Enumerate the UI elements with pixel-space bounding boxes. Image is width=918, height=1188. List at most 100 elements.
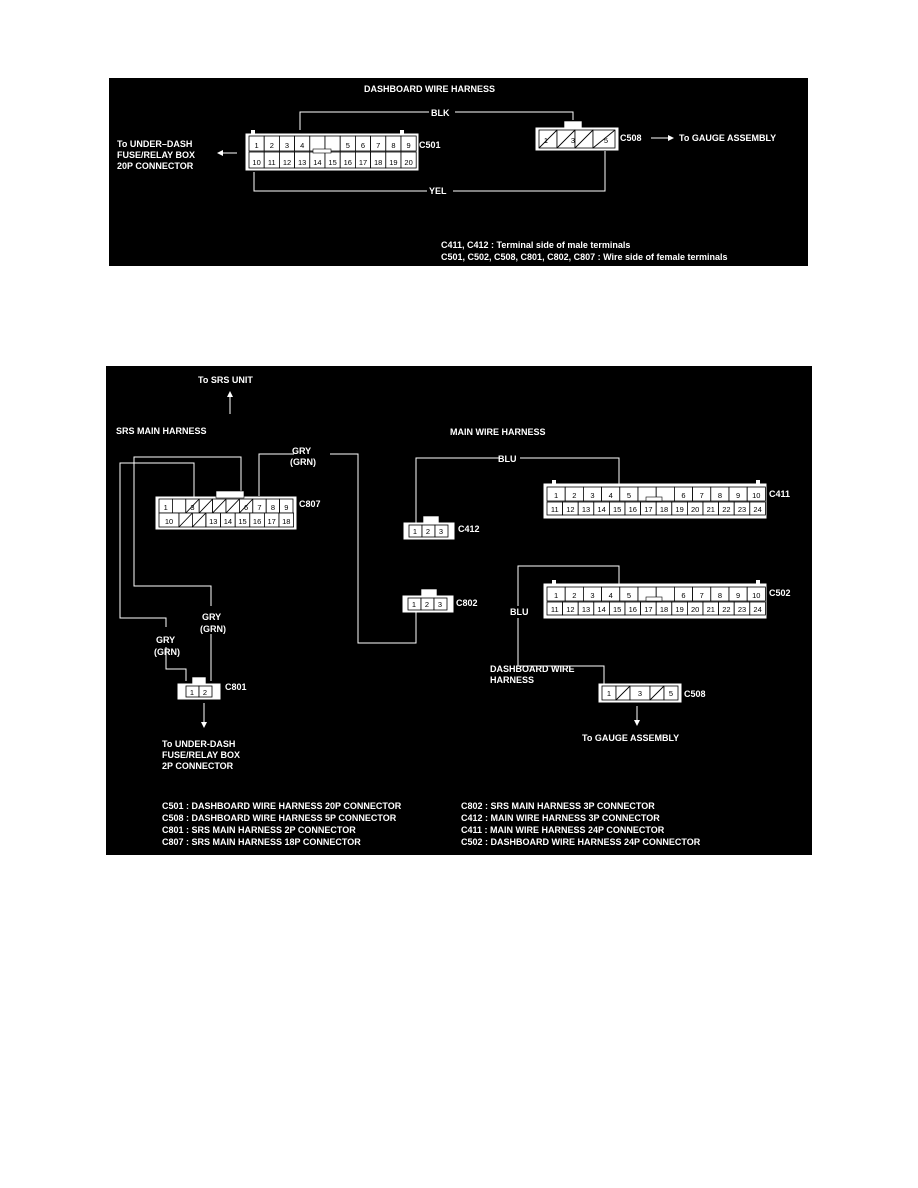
c501-row2-pin-number: 17 — [359, 158, 367, 167]
c501-row1-pin-number: 7 — [376, 141, 380, 150]
c501-row1-pin-number: 1 — [255, 141, 259, 150]
c502-row1-pin-number: 1 — [554, 591, 558, 600]
c501-row2-pin-number: 15 — [328, 158, 336, 167]
blu-wire-c411 — [520, 457, 620, 484]
blk-wire-gap — [429, 107, 455, 118]
c502-row2-pin-number: 20 — [691, 605, 699, 614]
c801-pin1: 1 — [190, 688, 194, 697]
c508-bottom-label: C508 — [684, 689, 706, 699]
right-arrow-icon — [668, 135, 674, 141]
blu-wire-c508 — [518, 665, 605, 686]
c502-row1-pin-number: 10 — [752, 591, 760, 600]
c411-row2-pin-number: 22 — [722, 505, 730, 514]
dashboard-harness-diagram: DASHBOARD WIRE HARNESS BLK YEL To UNDER–… — [117, 84, 776, 262]
c807-row1-pin-number: 9 — [284, 503, 288, 512]
c501-row2-pin-number: 12 — [283, 158, 291, 167]
to-fuse-box-line1: To UNDER–DASH — [117, 139, 192, 149]
c502-row2-pin-number: 15 — [613, 605, 621, 614]
c411-row1-pin-number: 8 — [718, 491, 722, 500]
c502-lock-tab — [645, 596, 663, 602]
c411-row2-pin-number: 18 — [660, 505, 668, 514]
legend-left-3: C801 : SRS MAIN HARNESS 2P CONNECTOR — [162, 825, 356, 835]
c411-label: C411 — [769, 489, 790, 499]
c802-label: C802 — [456, 598, 478, 608]
c807-latch — [215, 490, 245, 499]
to-fuse-box-2p-line3: 2P CONNECTOR — [162, 761, 234, 771]
c411-row2-pin-number: 14 — [597, 505, 605, 514]
c807-row2c-cell — [278, 512, 295, 528]
c411-latch-left — [552, 480, 556, 485]
c502-row1-pin-number: 9 — [736, 591, 740, 600]
c502-row1-pin-number: 7 — [700, 591, 704, 600]
c501-row1-pin-number: 9 — [407, 141, 411, 150]
to-fuse-box-line3: 20P CONNECTOR — [117, 161, 194, 171]
yel-wire-gap — [427, 185, 453, 196]
c502-row1-cell — [746, 586, 766, 602]
c807-row1-pin-number: 6 — [244, 503, 248, 512]
yel-wire-label: YEL — [429, 186, 447, 196]
c807-row2-pin-number: 10 — [165, 517, 173, 526]
main-wire-harness-label: MAIN WIRE HARNESS — [450, 427, 546, 437]
c502-row2-pin-number: 14 — [597, 605, 605, 614]
c807-row2c-pin-number: 14 — [224, 517, 232, 526]
c807-row1-pin-number: 1 — [164, 503, 168, 512]
c807-row1-pin-number: 7 — [257, 503, 261, 512]
legend-right-2: C412 : MAIN WIRE HARNESS 3P CONNECTOR — [461, 813, 660, 823]
c807-row2b-cavity-slash — [178, 512, 193, 528]
srs-harness-panel: To SRS UNIT SRS MAIN HARNESS MAIN WIRE H… — [106, 366, 812, 855]
left-arrow-icon — [217, 150, 223, 156]
c802-pin1: 1 — [412, 600, 416, 609]
c508-bottom-pin3: 3 — [638, 689, 642, 698]
c501-row2-pin-number: 19 — [389, 158, 397, 167]
legend-right-1: C802 : SRS MAIN HARNESS 3P CONNECTOR — [461, 801, 655, 811]
c501-row1-pin-number: 4 — [300, 141, 304, 150]
c501-row1-pin-number: 6 — [361, 141, 365, 150]
c807-row1-pin-number: 3 — [190, 503, 194, 512]
c508-bottom-connector: 1 3 5 — [598, 683, 682, 703]
blk-wire-label: BLK — [431, 108, 450, 118]
c802-pin3: 3 — [438, 600, 442, 609]
c807-row1-cavity-slash — [185, 498, 200, 514]
terminal-note-1: C411, C412 : Terminal side of male termi… — [441, 240, 630, 250]
c501-row2-cell — [400, 151, 417, 169]
c411-row2-pin-number: 13 — [582, 505, 590, 514]
legend-left-1: C501 : DASHBOARD WIRE HARNESS 20P CONNEC… — [162, 801, 402, 811]
c502-row2-pin-number: 21 — [707, 605, 715, 614]
c411-row1-pin-number: 7 — [700, 491, 704, 500]
c502-row2-pin-number: 24 — [753, 605, 761, 614]
c807-row2c-pin-number: 16 — [253, 517, 261, 526]
c502-label: C502 — [769, 588, 791, 598]
c502-row2-pin-number: 11 — [551, 605, 559, 614]
to-fuse-box-line2: FUSE/RELAY BOX — [117, 150, 195, 160]
up-arrow-icon — [227, 391, 233, 397]
c411-row2-pin-number: 12 — [566, 505, 574, 514]
c411-row1-pin-number: 10 — [752, 491, 760, 500]
dashboard-harness-line2: HARNESS — [490, 675, 534, 685]
c412-pin1: 1 — [413, 527, 417, 536]
gry-wire-to-c802 — [330, 453, 417, 644]
c508-top-pin5: 5 — [604, 136, 608, 145]
c501-row1-pin-number: 3 — [285, 141, 289, 150]
gry-label-top: GRY — [292, 446, 311, 456]
c502-row2-pin-number: 18 — [660, 605, 668, 614]
c501-row2-pin-number: 11 — [268, 158, 276, 167]
legend-right-3: C411 : MAIN WIRE HARNESS 24P CONNECTOR — [461, 825, 665, 835]
grn-label-top: (GRN) — [290, 457, 316, 467]
c501-latch-left — [251, 130, 255, 135]
c411-row1-pin-number: 9 — [736, 491, 740, 500]
c502-row1-pin-number: 8 — [718, 591, 722, 600]
c501-row1-cell — [400, 135, 417, 152]
c502-row2-pin-number: 17 — [644, 605, 652, 614]
blu-wire-c502 — [517, 565, 620, 606]
gry-wire-inner — [133, 456, 242, 606]
c411-row2-pin-number: 20 — [691, 505, 699, 514]
c807-row1-cavity-slash — [225, 498, 240, 514]
c411-row1-pin-number: 1 — [554, 491, 558, 500]
c501-row2-pin-number: 13 — [298, 158, 306, 167]
c807-row2c-pin-number: 17 — [268, 517, 276, 526]
c502-row2-pin-number: 16 — [629, 605, 637, 614]
c508-top-pin1: 1 — [544, 136, 548, 145]
c411-row1-pin-number: 2 — [572, 491, 576, 500]
